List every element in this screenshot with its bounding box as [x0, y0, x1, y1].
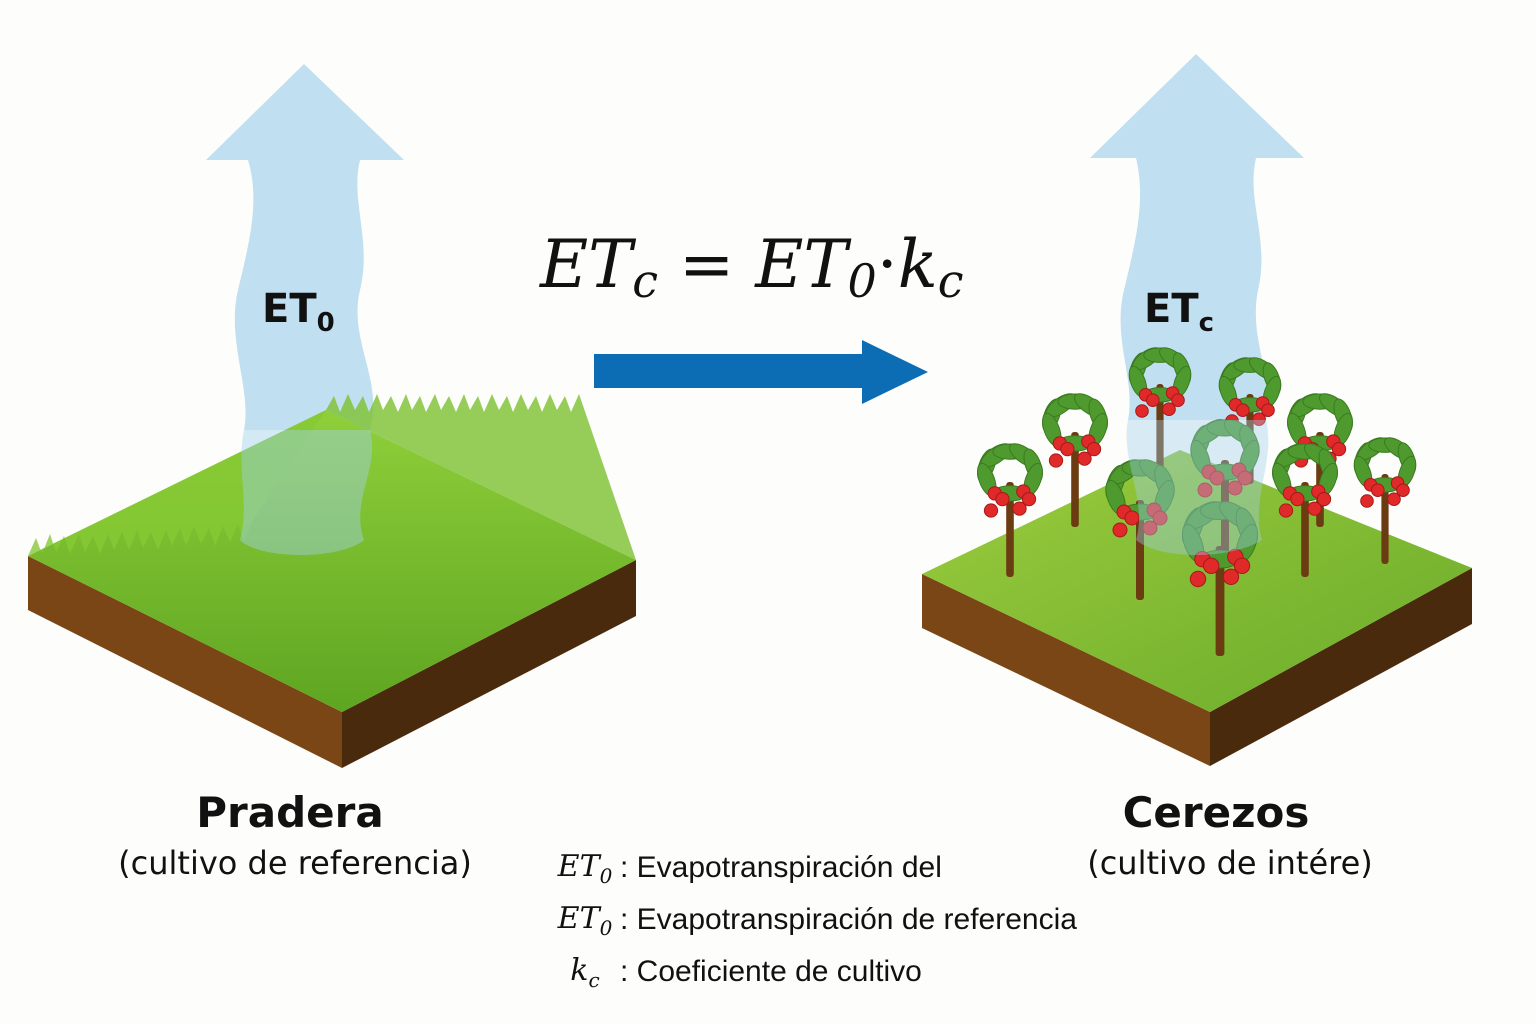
- legend-symbol-sub: c: [588, 967, 600, 992]
- etc-arrow-label-sub: c: [1198, 308, 1215, 338]
- legend-symbol: kc: [550, 953, 620, 992]
- legend-text: : Coeficiente de cultivo: [620, 955, 922, 988]
- transform-arrow: [594, 340, 928, 404]
- cherry-trees: [977, 347, 1417, 656]
- right-title: Cerezos: [1122, 788, 1310, 837]
- cherry-tree: [1353, 437, 1417, 564]
- etc-formula: ETc = ET0·kc: [540, 226, 980, 308]
- vapor-arrow-left: [206, 64, 404, 430]
- cherry-tree: [1181, 501, 1259, 656]
- legend-text: : Evapotranspiración de referencia: [620, 903, 1077, 936]
- et0-arrow-label-sub: 0: [316, 308, 335, 338]
- cherry-tree: [1128, 347, 1192, 474]
- etc-arrow-label: ETc: [1144, 286, 1214, 338]
- legend-symbol: ET0: [550, 901, 620, 940]
- vapor-arrow-right: [1090, 54, 1304, 420]
- left-title: Pradera: [196, 788, 384, 837]
- legend-symbol-sub: 0: [599, 915, 613, 940]
- formula-coef-var: k: [897, 226, 938, 303]
- formula-lhs-var: ET: [540, 226, 633, 303]
- legend: ET0 : Evapotranspiración del ET0 : Evapo…: [550, 842, 1077, 998]
- left-subtitle: (cultivo de referencia): [118, 844, 472, 882]
- et0-arrow-label-main: ET: [262, 286, 317, 332]
- legend-symbol-sub: 0: [599, 863, 613, 888]
- vapor-plume-left: [240, 430, 373, 555]
- grass-block: [28, 394, 636, 768]
- cherry-tree: [1105, 459, 1175, 600]
- formula-dot: ·: [876, 226, 898, 303]
- formula-rhs-sub: 0: [847, 254, 877, 308]
- vapor-plume-right: [1126, 420, 1269, 555]
- etc-arrow-label-main: ET: [1144, 286, 1199, 332]
- right-subtitle: (cultivo de intére): [1087, 844, 1373, 882]
- cherry-tree: [1272, 443, 1338, 577]
- formula-lhs-sub: c: [632, 254, 658, 308]
- legend-row: ET0 : Evapotranspiración de referencia: [550, 894, 1077, 946]
- legend-row: ET0 : Evapotranspiración del: [550, 842, 1077, 894]
- et0-arrow-label: ET0: [262, 286, 335, 338]
- cherry-tree: [1042, 393, 1108, 527]
- formula-rhs-var: ET: [755, 226, 848, 303]
- legend-symbol: ET0: [550, 849, 620, 888]
- legend-symbol-var: ET: [557, 848, 600, 884]
- formula-equals: =: [678, 226, 756, 303]
- legend-text: : Evapotranspiración del: [620, 851, 942, 884]
- formula-coef-sub: c: [937, 254, 964, 308]
- legend-symbol-var: k: [570, 952, 589, 988]
- cherry-tree: [977, 443, 1043, 577]
- cherry-tree: [1190, 419, 1260, 560]
- legend-row: kc : Coeficiente de cultivo: [550, 946, 1077, 998]
- legend-symbol-var: ET: [557, 900, 600, 936]
- cherry-tree: [1218, 357, 1282, 484]
